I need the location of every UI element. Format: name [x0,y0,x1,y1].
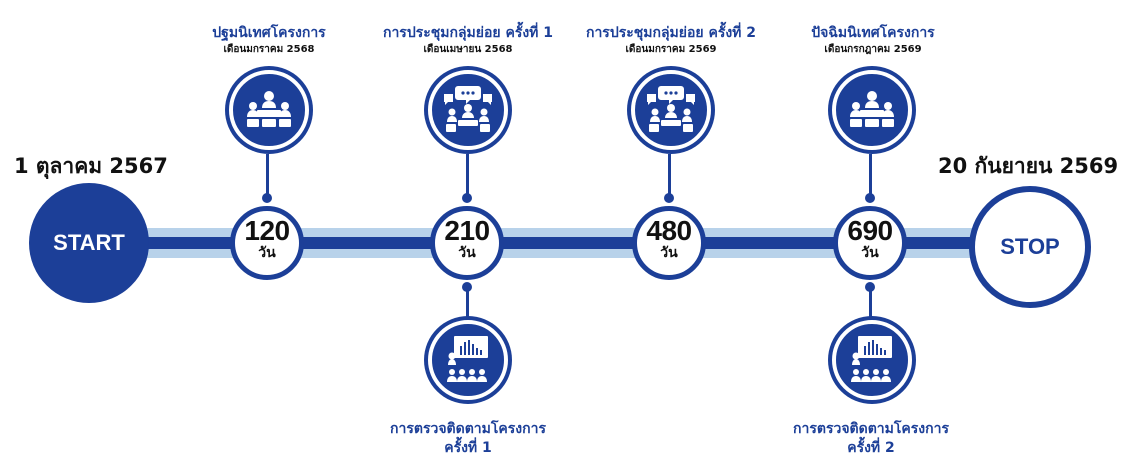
day-count: 210 [444,215,490,246]
connector-line [869,290,872,320]
connector-line [869,154,872,194]
connector-line [466,154,469,194]
event-title-monitoring-2: การตรวจติดตามโครงการ [793,421,949,437]
event-title-orientation: ปฐมนิเทศโครงการ [212,25,326,41]
event-date-orientation: เดือนมกราคม 2568 [223,44,315,55]
connector-dot [664,193,674,203]
day-marker-120: 120 วัน [230,206,304,280]
event-subtitle-monitoring-2: ครั้งที่ 2 [847,440,895,456]
event-title-monitoring-1: การตรวจติดตามโครงการ [390,421,546,437]
connector-dot [462,282,472,292]
discussion-icon [428,70,508,150]
event-title-closing: ปัจฉิมนิเทศโครงการ [811,25,935,41]
day-count: 480 [646,215,692,246]
day-marker-690: 690 วัน [833,206,907,280]
meeting-icon [229,70,309,150]
event-subtitle-monitoring-1: ครั้งที่ 1 [444,440,492,456]
connector-dot [262,193,272,203]
connector-line [266,154,269,194]
timeline-track [120,237,1040,249]
day-count: 690 [847,215,893,246]
day-unit: วัน [258,245,276,261]
presentation-icon [428,320,508,400]
event-date-closing: เดือนกรกฎาคม 2569 [824,44,922,55]
connector-line [466,290,469,320]
event-date-subgroup-2: เดือนมกราคม 2569 [625,44,717,55]
day-marker-210: 210 วัน [430,206,504,280]
event-title-subgroup-2: การประชุมกลุ่มย่อย ครั้งที่ 2 [585,25,757,41]
stop-circle: STOP [969,186,1091,308]
event-date-subgroup-1: เดือนเมษายน 2568 [423,44,513,55]
day-unit: วัน [458,245,476,261]
meeting-icon [832,70,912,150]
event-title-subgroup-1: การประชุมกลุ่มย่อย ครั้งที่ 1 [382,25,554,41]
day-marker-480: 480 วัน [632,206,706,280]
day-count: 120 [244,215,290,246]
connector-dot [865,282,875,292]
day-unit: วัน [861,245,879,261]
day-unit: วัน [660,245,678,261]
discussion-icon [631,70,711,150]
connector-dot [865,193,875,203]
start-date: 1 ตุลาคม 2567 [14,154,168,178]
connector-line [668,154,671,194]
connector-dot [462,193,472,203]
start-circle: START [29,183,149,303]
stop-date: 20 กันยายน 2569 [938,154,1119,178]
presentation-icon [832,320,912,400]
